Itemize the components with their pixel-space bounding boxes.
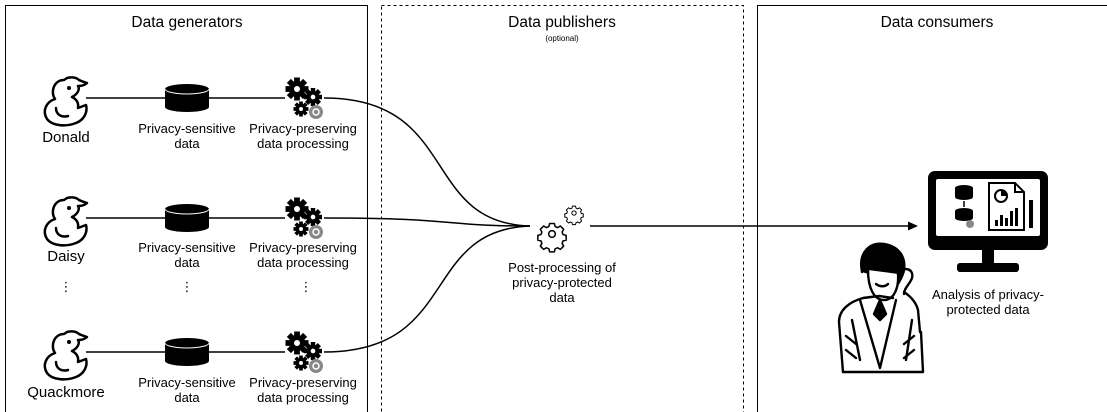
post-processing-label-line1: Post-processing of — [508, 260, 616, 275]
flow-curve-daisy — [323, 217, 531, 227]
db-label-line2: data — [174, 390, 200, 405]
arrowhead-icon — [908, 221, 918, 231]
database-icon — [164, 203, 210, 233]
post-processing-label-line3: data — [549, 290, 575, 305]
generators-section-box — [5, 5, 368, 412]
gears-icon — [286, 78, 324, 120]
db-label-line1: Privacy-sensitive — [138, 121, 236, 136]
gears-icon — [286, 198, 324, 240]
row-quackmore: Quackmore Privacy-sensitive data Privacy… — [27, 330, 357, 405]
flow-curve-donald — [323, 97, 531, 227]
gears-outline-icon — [564, 205, 584, 226]
flow-curve-quackmore — [323, 225, 531, 353]
publishers-heading: Data publishers — [508, 14, 616, 31]
db-label-line2: data — [174, 255, 200, 270]
proc-label-line1: Privacy-preserving — [249, 375, 357, 390]
gears-outline-icon — [537, 222, 567, 253]
post-processing-node: Post-processing of privacy-protected dat… — [508, 205, 616, 305]
duck-icon — [43, 76, 89, 127]
person-name: Daisy — [47, 248, 85, 265]
proc-label-line2: data processing — [257, 136, 349, 151]
db-label-line1: Privacy-sensitive — [138, 240, 236, 255]
proc-label-line1: Privacy-preserving — [249, 121, 357, 136]
duck-icon — [43, 196, 89, 247]
row-donald: Donald Privacy-sensitive data Privacy-pr… — [42, 76, 357, 151]
person-name: Quackmore — [27, 384, 105, 401]
proc-label-line1: Privacy-preserving — [249, 240, 357, 255]
proc-label-line2: data processing — [257, 390, 349, 405]
row-daisy: Daisy Privacy-sensitive data Privacy-pre… — [43, 196, 357, 270]
consumers-heading: Data consumers — [881, 14, 994, 31]
generators-heading: Data generators — [131, 14, 242, 31]
database-icon — [164, 337, 210, 367]
monitor-dashboard-icon — [928, 171, 1048, 272]
duck-icon — [43, 330, 89, 381]
analyst-person-icon — [837, 242, 925, 374]
db-label-line2: data — [174, 136, 200, 151]
ellipsis-processing: ⋮ — [300, 279, 313, 294]
gears-icon — [286, 332, 324, 374]
db-label-line1: Privacy-sensitive — [138, 375, 236, 390]
publishers-optional-note: (optional) — [545, 34, 579, 43]
person-name: Donald — [42, 129, 90, 146]
ellipsis-databases: ⋮ — [181, 279, 194, 294]
post-processing-label-line2: privacy-protected — [512, 275, 612, 290]
proc-label-line2: data processing — [257, 255, 349, 270]
publishers-section-box — [381, 5, 744, 412]
analysis-label-line1: Analysis of privacy- — [932, 287, 1044, 302]
ellipsis-names: ⋮ — [60, 279, 73, 294]
consumers-section-box — [757, 5, 1107, 412]
analysis-label-line2: protected data — [946, 302, 1030, 317]
database-icon — [164, 83, 210, 113]
